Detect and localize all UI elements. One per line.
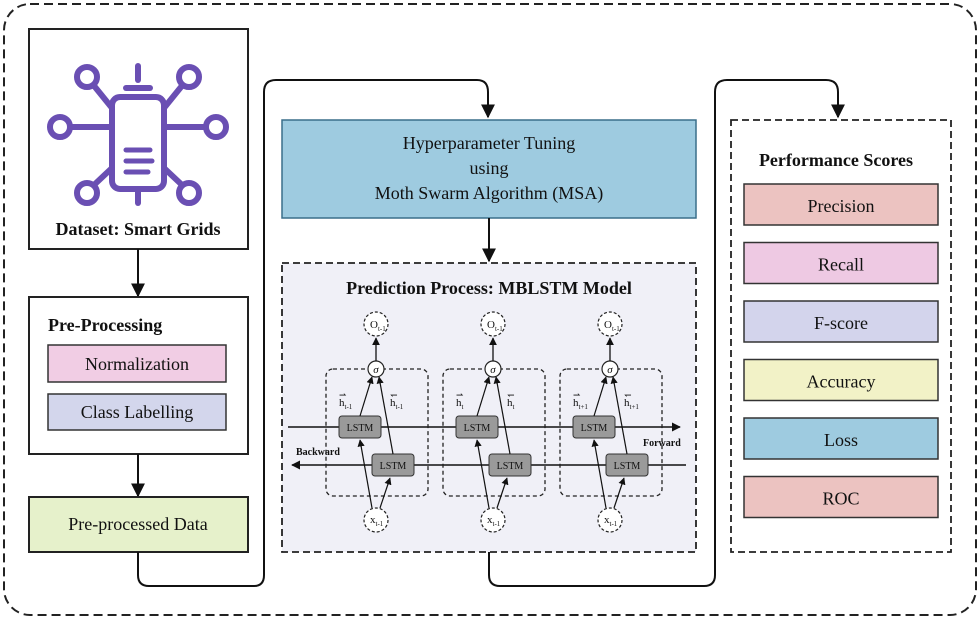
prediction-panel: Prediction Process: MBLSTM Model Backwar… <box>281 262 697 553</box>
output-node <box>363 311 389 337</box>
input-to-forward-arrow <box>357 439 373 509</box>
lstm-backward-label: LSTM <box>497 461 524 472</box>
perf-label-f-score: F-score <box>814 313 868 333</box>
sigma-label: σ <box>373 364 379 376</box>
input-node <box>597 507 623 533</box>
lstm-forward-label: LSTM <box>581 423 608 434</box>
hidden-backward-label: ↽ht+1 <box>624 390 639 411</box>
tuning-line-3: Moth Swarm Algorithm (MSA) <box>375 183 604 204</box>
hidden-forward-label: ⇀ht <box>456 390 464 411</box>
perf-box-loss <box>743 417 939 460</box>
forward-to-sigma-arrow <box>593 376 608 417</box>
forward-label: Forward <box>643 438 681 449</box>
forward-to-sigma-arrow <box>359 376 374 417</box>
input-node <box>363 507 389 533</box>
sigma-label: σ <box>490 364 496 376</box>
tuning-box: Hyperparameter Tuning using Moth Swarm A… <box>281 119 697 219</box>
perf-label-precision: Precision <box>808 196 875 216</box>
lstm-backward-label: LSTM <box>380 461 407 472</box>
lstm-forward-label: LSTM <box>347 423 374 434</box>
hidden-forward-label: ⇀ht-1 <box>339 390 353 411</box>
backward-label: Backward <box>296 447 340 458</box>
perf-label-loss: Loss <box>824 430 858 450</box>
sigma-label: σ <box>607 364 613 376</box>
tuning-line-1: Hyperparameter Tuning <box>403 133 575 153</box>
output-node <box>480 311 506 337</box>
normalization-box <box>47 344 227 383</box>
input-node <box>480 507 506 533</box>
normalization-label: Normalization <box>85 354 189 374</box>
perf-box-roc <box>743 475 939 519</box>
class-labelling-label: Class Labelling <box>81 402 193 422</box>
backward-to-sigma-arrow <box>610 376 628 455</box>
input-to-backward-arrow <box>613 477 626 509</box>
hidden-forward-label: ⇀ht+1 <box>573 390 588 411</box>
perf-label-roc: ROC <box>822 489 859 509</box>
input-to-backward-arrow <box>496 477 509 509</box>
class-labelling-box <box>47 393 227 431</box>
preprocessed-data-box: Pre-processed Data <box>28 496 249 553</box>
preprocessing-box: Pre-Processing Normalization Class Label… <box>28 296 249 455</box>
preprocessed-data-label: Pre-processed Data <box>68 514 207 534</box>
dataset-box: Dataset: Smart Grids <box>28 28 249 250</box>
arrow-data-to-tuning <box>137 79 495 587</box>
perf-label-accuracy: Accuracy <box>807 372 876 392</box>
prediction-title: Prediction Process: MBLSTM Model <box>346 278 632 298</box>
backward-to-sigma-arrow <box>376 376 394 455</box>
hidden-backward-label: ↽ht <box>507 390 515 411</box>
perf-label-recall: Recall <box>818 255 864 275</box>
outer-frame <box>3 3 977 616</box>
lstm-backward-label: LSTM <box>614 461 641 472</box>
perf-box-precision <box>743 183 939 226</box>
performance-title: Performance Scores <box>759 150 913 170</box>
backward-to-sigma-arrow <box>493 376 511 455</box>
battery-network-icon <box>47 63 229 206</box>
forward-to-sigma-arrow <box>476 376 491 417</box>
perf-box-accuracy <box>743 358 939 402</box>
lstm-forward-label: LSTM <box>464 423 491 434</box>
arrow-prediction-to-performance <box>488 79 845 587</box>
perf-box-recall <box>743 241 939 285</box>
perf-box-f-score <box>743 300 939 343</box>
output-node <box>597 311 623 337</box>
input-to-forward-arrow <box>474 439 490 509</box>
tuning-line-2: using <box>469 158 508 178</box>
input-to-forward-arrow <box>591 439 607 509</box>
performance-panel: Performance Scores PrecisionRecallF-scor… <box>730 119 952 553</box>
input-to-backward-arrow <box>379 477 392 509</box>
preprocessing-title: Pre-Processing <box>48 315 162 335</box>
hidden-backward-label: ↽ht-1 <box>390 390 404 411</box>
dataset-label: Dataset: Smart Grids <box>56 219 221 239</box>
